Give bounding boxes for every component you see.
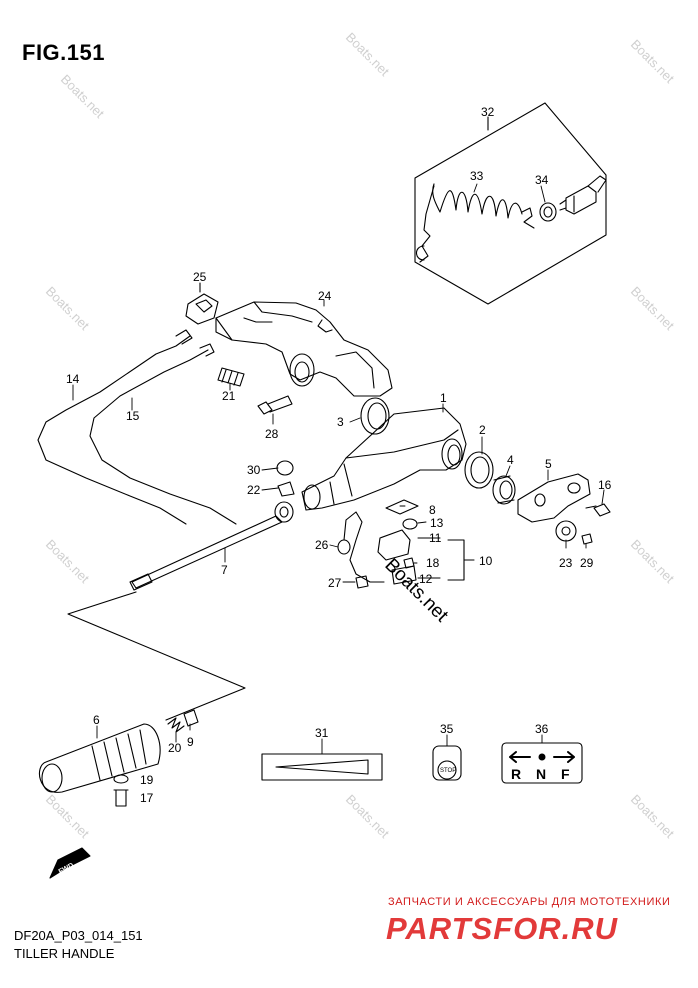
bushing-4 (492, 475, 516, 505)
part-label-16: 16 (598, 478, 612, 492)
bolt-17 (113, 789, 129, 807)
part-label-26: 26 (315, 538, 329, 552)
lanyard-cord-33 (415, 183, 535, 263)
part-label-27: 27 (328, 576, 342, 590)
center-watermark-text: Boats.net (380, 555, 452, 627)
stop-text: STOP (440, 768, 456, 774)
swivel-bracket-24 (215, 301, 393, 397)
watermark-text: Boats.net (628, 537, 678, 587)
part-labels: 1 2 3 4 5 6 7 8 9 10 11 12 13 14 15 16 1… (66, 105, 612, 805)
bracket-5 (517, 473, 591, 523)
part-label-25: 25 (193, 270, 207, 284)
shift-letter: F (561, 766, 570, 782)
washer-2 (464, 451, 494, 489)
washer-23 (555, 520, 577, 542)
part-label-3: 3 (337, 415, 344, 429)
watermark-text: Boats.net (628, 284, 678, 334)
part-label-5: 5 (545, 457, 552, 471)
lanyard-clip-34 (539, 202, 557, 222)
watermark-text: Boats.net (628, 792, 678, 842)
diagram-code: DF20A_P03_014_151 (14, 928, 143, 943)
shift-letter: N (536, 766, 546, 782)
part-label-34: 34 (535, 173, 549, 187)
part-label-8: 8 (429, 503, 436, 517)
part-label-22: 22 (247, 483, 261, 497)
part-label-18: 18 (426, 556, 440, 570)
watermark-tagline: ЗАПЧАСТИ И АКСЕССУАРЫ ДЛЯ МОТОТЕХНИКИ (388, 896, 671, 908)
watermark-logo: PARTSFOR.RU (386, 911, 619, 946)
watermark-text: Boats.net (343, 792, 393, 842)
diagram-name: TILLER HANDLE (14, 946, 115, 961)
pad-25 (185, 293, 219, 325)
part-label-4: 4 (507, 453, 514, 467)
grommet-26 (337, 539, 351, 555)
part-label-11: 11 (429, 531, 442, 545)
part-label-12: 12 (419, 572, 433, 586)
part-label-14: 14 (66, 372, 80, 386)
part-label-21: 21 (222, 389, 236, 403)
bolt-16 (585, 503, 611, 517)
screw-29 (581, 533, 593, 545)
seal-ring-3 (360, 397, 390, 435)
part-label-10: 10 (479, 554, 493, 568)
part-label-2: 2 (479, 423, 486, 437)
part-label-32: 32 (481, 105, 495, 119)
bolt-28 (257, 395, 293, 415)
shift-letter: R (511, 766, 521, 782)
watermark-text: Boats.net (58, 72, 108, 122)
stop-switch (559, 175, 607, 215)
part-label-15: 15 (126, 409, 140, 423)
watermark-text: Boats.net (628, 37, 678, 87)
site-watermarks: Boats.net Boats.net Boats.net Boats.net … (43, 30, 678, 842)
watermark-text: Boats.net (43, 792, 93, 842)
part-label-28: 28 (265, 427, 279, 441)
watermark-text: Boats.net (43, 537, 93, 587)
part-label-1: 1 (440, 391, 447, 405)
clip-22 (277, 481, 295, 497)
plate-8 (385, 499, 419, 515)
throttle-grip-6 (38, 723, 161, 793)
cap-30 (276, 460, 294, 476)
part-label-35: 35 (440, 722, 454, 736)
spring-20 (167, 717, 185, 733)
bolt-27 (355, 575, 369, 589)
part-label-19: 19 (140, 773, 154, 787)
leader-lines (72, 183, 605, 755)
part-label-23: 23 (559, 556, 573, 570)
ring-19 (113, 774, 129, 784)
part-label-20: 20 (168, 741, 182, 755)
shift-cable-15 (89, 343, 237, 525)
nut-13 (402, 518, 418, 530)
part-label-24: 24 (318, 289, 332, 303)
pin-21 (217, 367, 245, 387)
part-label-13: 13 (430, 516, 444, 530)
part-label-33: 33 (470, 169, 484, 183)
watermark-text: Boats.net (43, 284, 93, 334)
watermark-text: Boats.net (343, 30, 393, 80)
throttle-cable-14 (37, 329, 193, 525)
part-label-6: 6 (93, 713, 100, 727)
part-label-31: 31 (315, 726, 329, 740)
clip-12 (391, 565, 417, 585)
switch-11 (377, 529, 411, 561)
decal-31 (261, 753, 383, 781)
tiller-arm-1 (301, 407, 467, 511)
part-label-29: 29 (580, 556, 594, 570)
part-label-7: 7 (221, 563, 228, 577)
stop-decal-35: STOP (432, 745, 462, 781)
part-label-30: 30 (247, 463, 261, 477)
throttle-shaft-7 (129, 515, 283, 591)
kit-frame-32 (414, 102, 607, 305)
part-label-9: 9 (187, 735, 194, 749)
part-label-36: 36 (535, 722, 549, 736)
figure-title: FIG.151 (22, 40, 105, 65)
shift-decal-36: R N F (501, 742, 583, 784)
screw-9 (183, 709, 199, 727)
fwd-arrow-icon: FWD (49, 847, 91, 879)
part-label-17: 17 (140, 791, 154, 805)
